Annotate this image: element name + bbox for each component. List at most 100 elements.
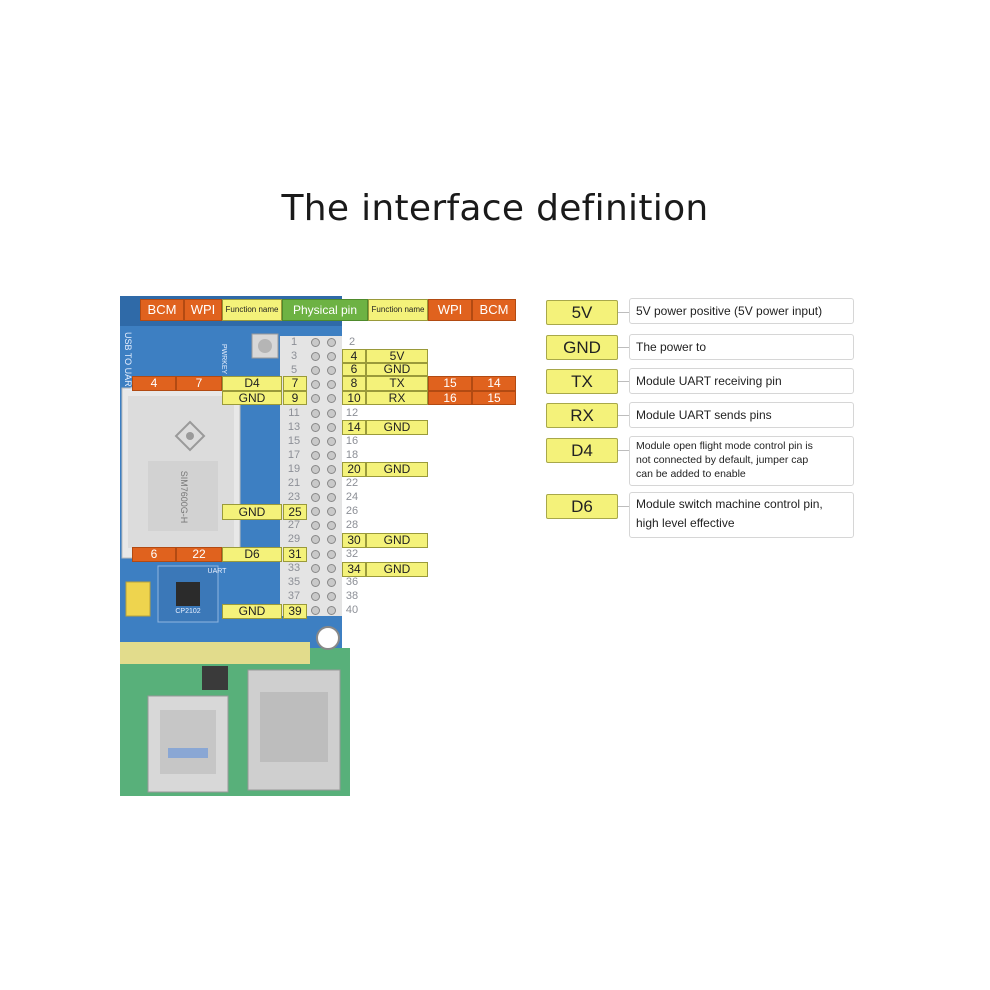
pin-number-13: 13 — [287, 420, 301, 433]
pin-number-23: 23 — [287, 491, 301, 504]
pin-dot — [311, 422, 320, 432]
legend-desc-5v: 5V power positive (5V power input) — [629, 298, 854, 324]
silk-module-name: SIM7600G-H — [179, 470, 189, 524]
legend-desc-d4-line3: can be added to enable — [636, 468, 746, 480]
header-right-bcm: BCM — [472, 299, 516, 321]
legend-connector — [618, 450, 629, 451]
pin-number-38: 38 — [345, 589, 359, 602]
legend-desc-d4-line2: not connected by default, jumper cap — [636, 454, 809, 466]
pin-number-29: 29 — [287, 533, 301, 546]
silk-uart: UART — [207, 568, 227, 575]
left-function-pin9: GND — [222, 391, 282, 405]
pin-number-21: 21 — [287, 477, 301, 489]
pin-dot — [327, 577, 336, 587]
pin-number-16: 16 — [345, 434, 359, 447]
pin-dot — [311, 464, 320, 474]
pin-dot — [311, 394, 320, 404]
cp2102-chip — [176, 582, 200, 606]
right-pin-tag-8: 8 — [342, 376, 366, 391]
pin-dot — [311, 577, 320, 587]
left-function-pin31: D6 — [222, 547, 282, 562]
pin-number-2: 2 — [348, 336, 356, 348]
pin-number-17: 17 — [287, 448, 301, 461]
pin-number-12: 12 — [345, 406, 359, 419]
pin-dot — [327, 338, 336, 347]
pin-number-28: 28 — [345, 519, 359, 532]
pin-dot — [327, 394, 336, 404]
pin-dot — [327, 436, 336, 446]
pin-dot — [311, 605, 320, 615]
legend-desc-d6: Module switch machine control pin, high … — [629, 492, 854, 538]
pin-number-11: 11 — [288, 406, 300, 419]
pin-number-35: 35 — [287, 575, 301, 588]
pwrkey-button — [251, 333, 279, 359]
left-pin-tag-9: 9 — [283, 391, 307, 405]
legend-key-5v: 5V — [546, 300, 618, 325]
left-pin-tag-39: 39 — [283, 604, 307, 619]
pin-dot — [327, 605, 336, 615]
pin-number-3: 3 — [290, 350, 298, 363]
pin-number-27: 27 — [287, 519, 301, 532]
pin-number-32: 32 — [345, 547, 359, 560]
silk-usb-to-uart: USB TO UART — [123, 331, 133, 393]
right-wpi-pin8: 15 — [428, 376, 472, 391]
left-function-pin39: GND — [222, 604, 282, 619]
pin-dot — [327, 535, 336, 545]
legend-desc-gnd: The power to — [629, 334, 854, 360]
header-right-wpi: WPI — [428, 299, 472, 321]
pin-dot — [327, 450, 336, 460]
pin-dot — [327, 366, 336, 376]
pin-dot — [311, 338, 320, 347]
pin-number-24: 24 — [345, 491, 359, 504]
pin-number-36: 36 — [345, 575, 359, 588]
pin-dot — [311, 507, 320, 517]
legend-connector — [618, 381, 629, 382]
legend-desc-d4: Module open flight mode control pin is n… — [629, 436, 854, 486]
right-pin-tag-4: 4 — [342, 349, 366, 363]
right-pin-tag-10: 10 — [342, 391, 366, 405]
left-bcm-pin7: 4 — [132, 376, 176, 391]
jumper-area — [125, 581, 151, 617]
pin-dot — [327, 408, 336, 418]
right-function-pin20: GND — [366, 462, 428, 477]
pin-dot — [311, 380, 320, 390]
left-pin-tag-31: 31 — [283, 547, 307, 562]
pin-dot — [311, 479, 320, 488]
legend-key-tx: TX — [546, 369, 618, 394]
legend-key-d6: D6 — [546, 494, 618, 519]
legend-connector — [618, 347, 629, 348]
legend-connector — [618, 415, 629, 416]
pin-number-37: 37 — [287, 589, 301, 602]
pin-number-5: 5 — [290, 364, 298, 377]
usb-port-tongue — [168, 748, 208, 758]
right-bcm-pin10: 15 — [472, 391, 516, 405]
pin-number-26: 26 — [345, 505, 359, 518]
right-bcm-pin8: 14 — [472, 376, 516, 391]
right-pin-tag-14: 14 — [342, 420, 366, 435]
pin-dot — [311, 563, 320, 573]
pin-legend: 5V 5V power positive (5V power input) GN… — [540, 296, 860, 546]
left-wpi-pin7: 7 — [176, 376, 222, 391]
pin-number-1: 1 — [290, 336, 298, 348]
pcb-illustration — [120, 296, 350, 796]
pin-dot — [311, 366, 320, 376]
legend-desc-rx: Module UART sends pins — [629, 402, 854, 428]
header-left-bcm: BCM — [140, 299, 184, 321]
header-right-function-name: Function name — [368, 299, 428, 321]
pin-dot — [311, 549, 320, 559]
pin-dot — [311, 408, 320, 418]
left-function-pin25: GND — [222, 504, 282, 520]
pin-dot — [327, 493, 336, 503]
pin-dot — [327, 563, 336, 573]
legend-desc-tx: Module UART receiving pin — [629, 368, 854, 394]
module-logo-icon — [174, 420, 206, 452]
legend-key-rx: RX — [546, 403, 618, 428]
right-function-pin6: GND — [366, 363, 428, 376]
pcb-lower-strip — [120, 642, 310, 664]
left-function-pin7: D4 — [222, 376, 282, 391]
right-function-pin34: GND — [366, 562, 428, 577]
pin-dot — [311, 591, 320, 601]
pin-dot — [311, 436, 320, 446]
dark-connector — [202, 666, 228, 690]
pin-dot — [311, 521, 320, 531]
